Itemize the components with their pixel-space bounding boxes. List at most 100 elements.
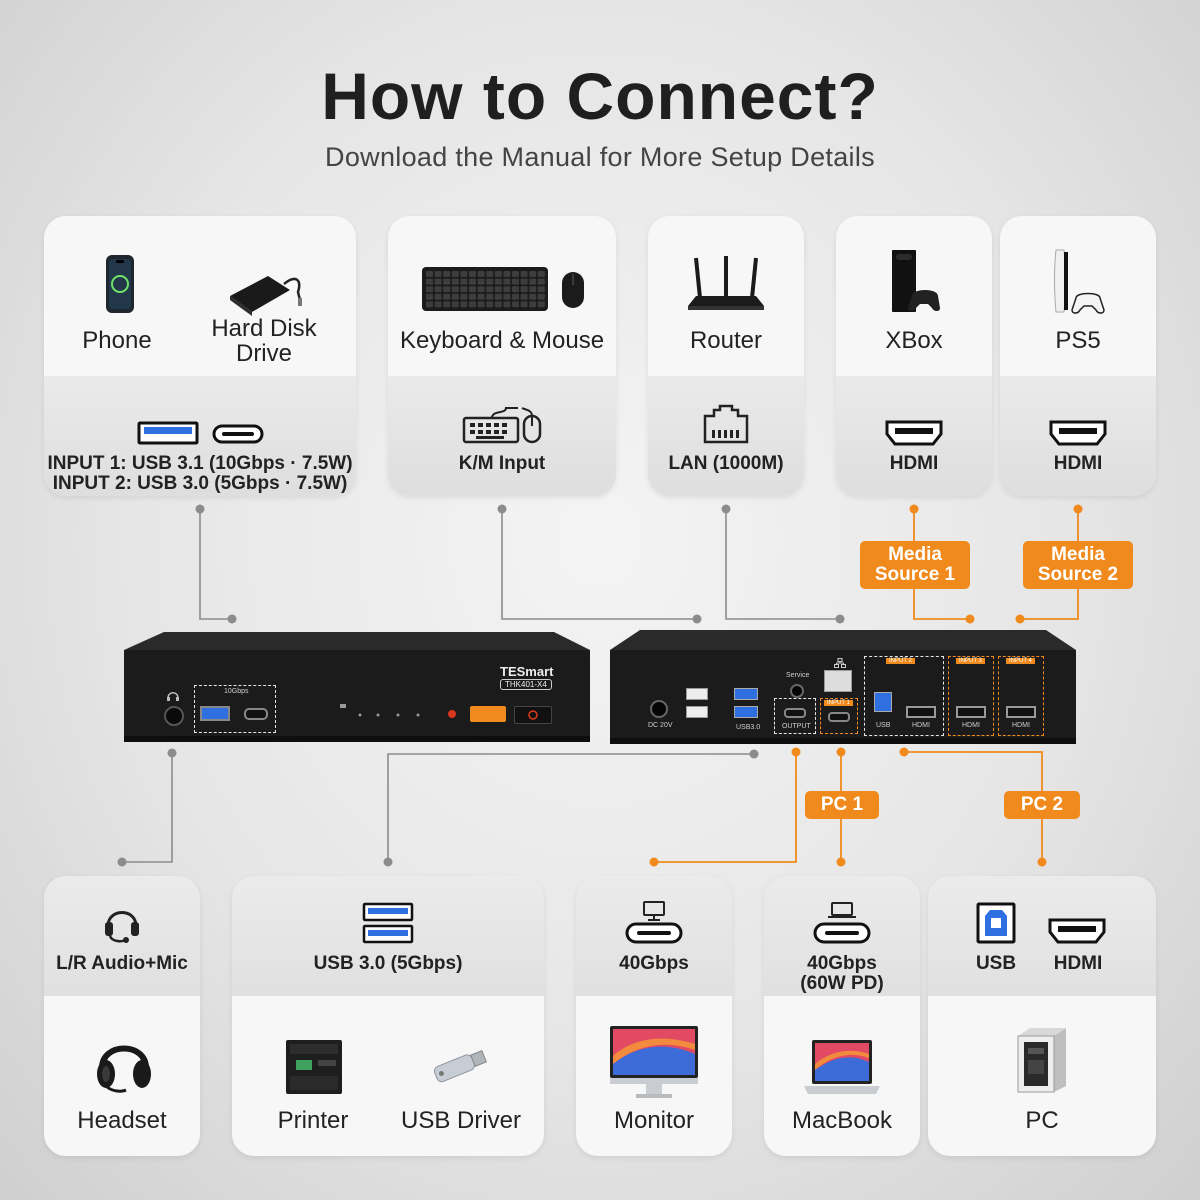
input2-box xyxy=(864,656,944,736)
usb-b-port-icon xyxy=(976,902,1016,944)
input3-hdmi-label: HDMI xyxy=(962,722,980,729)
phone-icon xyxy=(106,255,134,313)
dc-power-jack[interactable] xyxy=(650,700,668,718)
monitor-label: Monitor xyxy=(613,1107,695,1134)
input2-label: INPUT 2 xyxy=(886,658,915,664)
hard-disk-label: Hard Disk Drive xyxy=(211,315,317,367)
card-monitor: 40Gbps Monitor xyxy=(576,876,732,1156)
card-pc: USB HDMI PC xyxy=(928,876,1156,1156)
keyboard-mouse-port-icon xyxy=(462,407,542,444)
usb-c-port-icon xyxy=(212,424,264,444)
card-router: Router LAN (1000M) xyxy=(648,216,804,496)
input2-usb-b-port[interactable] xyxy=(874,692,892,712)
usb-a-port-icon xyxy=(137,421,199,445)
hdmi-port-icon xyxy=(1049,420,1107,446)
headset-icon xyxy=(97,1045,151,1093)
output-usb-c-port[interactable] xyxy=(784,708,806,718)
service-label: Service xyxy=(786,672,810,679)
pc-2-tag: PC 2 xyxy=(1004,791,1080,819)
front-usb-c-port[interactable] xyxy=(244,708,268,720)
media-source-2-tag: Media Source 2 xyxy=(1023,541,1133,589)
input4-label: INPUT 4 xyxy=(1006,658,1035,664)
input4-hdmi-port[interactable] xyxy=(1006,706,1036,718)
card-audio: L/R Audio+Mic Headset xyxy=(44,876,200,1156)
printer-icon xyxy=(286,1040,342,1094)
usb3-port-label: USB 3.0 (5Gbps) xyxy=(313,953,463,974)
hdmi-port-icon xyxy=(885,420,943,446)
lan-port-icon xyxy=(703,404,749,444)
input3-hdmi-port[interactable] xyxy=(956,706,986,718)
usb-input-1-label: INPUT 1: USB 3.1 (10Gbps · 7.5W) xyxy=(47,453,353,474)
media-source-1-tag: Media Source 1 xyxy=(860,541,970,589)
card-ps5: PS5 HDMI xyxy=(1000,216,1156,496)
lan-port[interactable] xyxy=(824,670,852,692)
lan-label: LAN (1000M) xyxy=(668,453,784,474)
macbook-port-label-2: (60W PD) xyxy=(800,973,884,994)
dc-label: DC 20V xyxy=(648,722,673,729)
mouse-icon xyxy=(562,272,584,308)
front-usb-box xyxy=(194,685,276,733)
pc-1-tag: PC 1 xyxy=(805,791,879,819)
ps5-hdmi-label: HDMI xyxy=(1053,453,1103,474)
headset-jack-icon xyxy=(167,692,179,701)
service-port[interactable] xyxy=(790,684,804,698)
ps5-label: PS5 xyxy=(1055,327,1101,354)
usb-c-display-icon xyxy=(625,901,683,944)
keyboard-icon xyxy=(422,267,548,311)
phone-label: Phone xyxy=(82,327,152,354)
network-icon xyxy=(834,658,846,668)
pc-label: PC xyxy=(1025,1107,1059,1134)
ps5-icon xyxy=(1054,249,1105,314)
audio-port-label: L/R Audio+Mic xyxy=(56,953,188,974)
usb-c-laptop-icon xyxy=(813,902,871,944)
card-keyboard-mouse: Keyboard & Mouse K/M Input xyxy=(388,216,616,496)
usb-driver-label: USB Driver xyxy=(400,1107,521,1134)
kvm-brand: TESmart xyxy=(500,664,554,679)
usb-drive-icon xyxy=(433,1050,488,1083)
macbook-port-label-1: 40Gbps xyxy=(807,953,877,974)
monitor-icon xyxy=(610,1026,698,1098)
pc-tower-icon xyxy=(1017,1028,1066,1093)
switch-button[interactable] xyxy=(470,706,506,722)
card-xbox: XBox HDMI xyxy=(836,216,992,496)
pc-usb-label: USB xyxy=(975,953,1017,974)
back-usb3-pair[interactable] xyxy=(734,688,758,720)
kvm-back-panel: DC 20V USB3.0 Service OUTPUT INPUT 1 INP… xyxy=(610,630,1076,744)
km-input-label: K/M Input xyxy=(458,453,546,474)
output-label: OUTPUT xyxy=(782,723,811,730)
front-usb-speed: 10Gbps xyxy=(224,688,249,695)
card-usb3-devices: USB 3.0 (5Gbps) Printer USB Driver xyxy=(232,876,544,1156)
monitor-port-label: 40Gbps xyxy=(619,953,689,974)
headset-label: Headset xyxy=(77,1107,167,1134)
port-indicators xyxy=(340,704,426,718)
power-button[interactable] xyxy=(514,706,552,724)
input3-label: INPUT 3 xyxy=(956,658,985,664)
input1-box xyxy=(820,698,858,734)
usb-input-2-label: INPUT 2: USB 3.0 (5Gbps · 7.5W) xyxy=(52,473,348,494)
xbox-icon xyxy=(892,250,940,312)
input2-hdmi-port[interactable] xyxy=(906,706,936,718)
keyboard-mouse-label: Keyboard & Mouse xyxy=(399,327,605,354)
audio-jack[interactable] xyxy=(164,706,184,726)
input1-label: INPUT 1 xyxy=(824,700,853,706)
printer-label: Printer xyxy=(277,1107,349,1134)
front-usb-a-port[interactable] xyxy=(200,706,230,721)
page-subtitle: Download the Manual for More Setup Detai… xyxy=(325,142,875,172)
usb3-label: USB3.0 xyxy=(736,724,761,731)
input1-usb-c-port[interactable] xyxy=(828,712,850,722)
indicator-led xyxy=(448,710,456,718)
input2-hdmi-label: HDMI xyxy=(912,722,930,729)
back-usb-pair-1[interactable] xyxy=(686,688,708,720)
macbook-label: MacBook xyxy=(791,1107,893,1134)
router-label: Router xyxy=(689,327,763,354)
page-title: How to Connect? xyxy=(321,59,879,133)
usb-a-double-port-icon xyxy=(362,902,414,944)
xbox-label: XBox xyxy=(885,327,943,354)
xbox-hdmi-label: HDMI xyxy=(889,453,939,474)
hard-disk-icon xyxy=(230,276,302,316)
input4-hdmi-label: HDMI xyxy=(1012,722,1030,729)
input2-usb-label: USB xyxy=(876,722,891,729)
card-usb-inputs: Phone Hard Disk Drive INPUT 1: USB 3.1 (… xyxy=(44,216,356,496)
input3-box xyxy=(948,656,994,736)
audio-port-icon xyxy=(105,911,139,943)
